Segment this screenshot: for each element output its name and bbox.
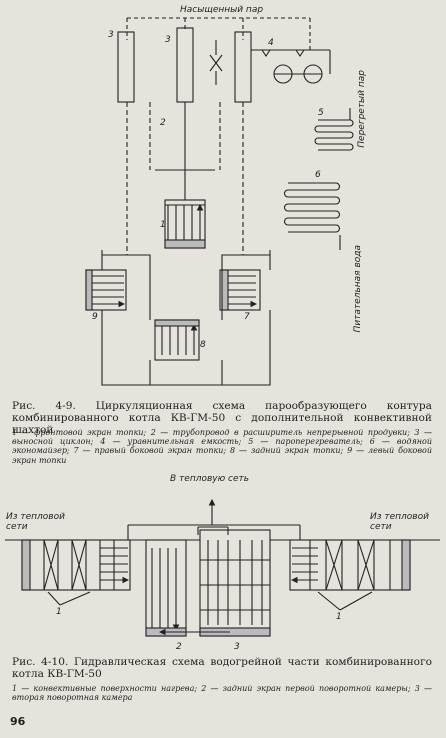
marker-2: 2 (160, 118, 166, 128)
from-heating-network-left-label: Из тепловой сети (6, 512, 65, 533)
marker-3-left: 3 (108, 30, 114, 40)
marker-6: 6 (315, 170, 321, 180)
marker-1: 1 (160, 220, 166, 230)
cyclone-center (176, 27, 194, 103)
marker-5: 5 (318, 108, 324, 118)
figure-4-9-legend: 1 — фронтовой экран топки; 2 — трубопров… (12, 428, 432, 465)
marker-1-left: 1 (56, 607, 62, 617)
figure-4-9-diagram (85, 17, 354, 386)
figure-4-9-caption: Рис. 4-9. Циркуляционная схема парообраз… (12, 400, 432, 437)
superheated-steam-label: Перегретый пар (357, 70, 367, 148)
marker-2: 2 (176, 642, 182, 652)
cyclone-left (117, 31, 135, 103)
marker-3-center: 3 (165, 35, 171, 45)
figure-4-10-caption: Рис. 4-10. Гидравлическая схема водогрей… (12, 656, 432, 681)
cyclone-right (234, 31, 252, 103)
marker-3: 3 (234, 642, 240, 652)
marker-1-right: 1 (336, 612, 342, 622)
marker-9: 9 (92, 312, 98, 322)
marker-8: 8 (200, 340, 206, 350)
to-heating-network-label: В тепловую сеть (170, 474, 250, 484)
saturated-steam-label: Насыщенный пар (180, 5, 264, 15)
page-number: 96 (10, 715, 26, 728)
from-heating-network-right-label: Из тепловой сети (370, 512, 429, 533)
feedwater-label: Питательная вода (353, 245, 363, 333)
figure-4-10-legend: 1 — конвективные поверхности нагрева; 2 … (12, 684, 432, 703)
marker-4: 4 (268, 38, 274, 48)
marker-7: 7 (244, 312, 250, 322)
